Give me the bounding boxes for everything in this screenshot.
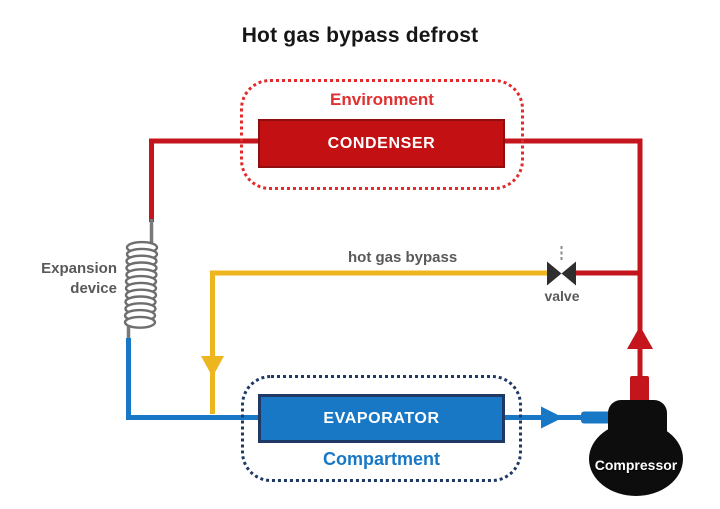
evaporator-inlet-line: [126, 338, 258, 420]
discharge-pipe-stub: [630, 376, 649, 404]
compressor-icon: [589, 400, 683, 496]
condenser-box: CONDENSER: [258, 119, 505, 168]
expansion-device-label: Expansion device: [30, 259, 117, 299]
evaporator-box: EVAPORATOR: [258, 394, 505, 443]
expansion-coil-icon: [123, 240, 159, 329]
valve-icon: [547, 261, 576, 286]
expansion-device-label-line1: Expansion: [41, 260, 117, 277]
evaporator-label: EVAPORATOR: [323, 409, 440, 427]
condenser-label: CONDENSER: [327, 134, 436, 152]
flow-arrow-right-icon: [541, 406, 563, 429]
condenser-outlet-line: [149, 138, 258, 222]
suction-pipe-stub: [581, 411, 613, 424]
flow-arrow-down-icon: [201, 356, 224, 377]
environment-label: Environment: [330, 90, 434, 109]
valve-label: valve: [544, 288, 580, 304]
environment-boundary: [240, 79, 524, 190]
compressor-discharge-line: [505, 138, 643, 378]
compartment-label: Compartment: [322, 449, 440, 469]
page-title: Hot gas bypass defrost: [241, 24, 479, 47]
flow-arrow-up-icon: [627, 326, 653, 349]
hot-gas-bypass-label: hot gas bypass: [348, 249, 458, 266]
expansion-device-label-line2: device: [70, 280, 117, 297]
compressor-label: Compressor: [594, 457, 678, 473]
compartment-boundary: [241, 375, 522, 482]
